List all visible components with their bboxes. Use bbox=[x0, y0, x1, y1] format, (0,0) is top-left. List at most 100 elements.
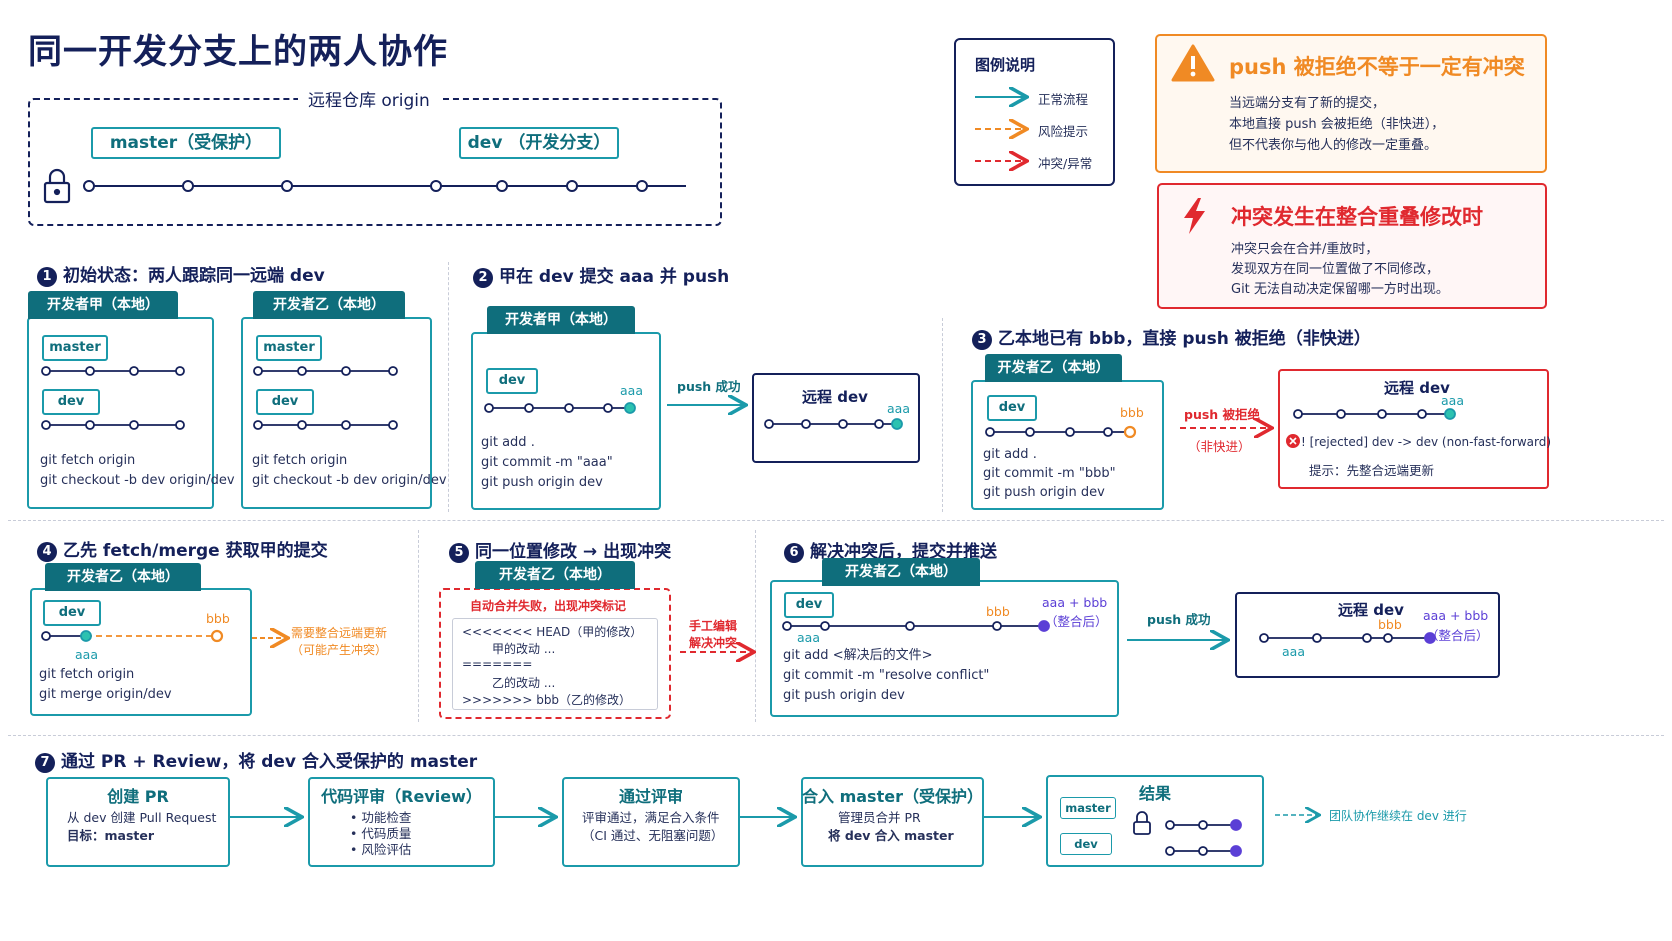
step2-remote-graph bbox=[764, 418, 903, 430]
pr-step-approved-title: 通过评审 bbox=[618, 787, 683, 806]
step3-commit-graph bbox=[985, 425, 1137, 439]
step1-devA-master-chip: master bbox=[42, 335, 108, 361]
step6-commit-graph bbox=[782, 620, 1050, 632]
result-commit-graphs bbox=[1165, 819, 1242, 857]
result-lock-icon bbox=[1133, 811, 1151, 835]
step5-number: 5 bbox=[449, 543, 469, 563]
step2-cmd3: git push origin dev bbox=[481, 475, 603, 490]
step3-remote-aaa: aaa bbox=[1441, 393, 1464, 408]
step5-arrow-label1: 手工编辑 bbox=[689, 619, 738, 633]
lock-icon bbox=[43, 168, 71, 204]
step1-devB-cmd1: git fetch origin bbox=[252, 453, 348, 468]
step3-push-rejected-label: push 被拒绝 bbox=[1184, 407, 1261, 422]
separator bbox=[8, 520, 1664, 521]
warning-nonff-line2: 本地直接 push 会被拒绝（非快进）， bbox=[1229, 117, 1445, 132]
step1-commit-graphs bbox=[41, 366, 398, 430]
warning-nonff-line1: 当远端分支有了新的提交， bbox=[1229, 96, 1386, 111]
warning-box-nonff bbox=[1155, 34, 1547, 173]
step4-note2: （可能产生冲突） bbox=[291, 643, 388, 657]
origin-commits bbox=[83, 180, 648, 192]
continue-on-dev-note: 团队协作继续在 dev 进行 bbox=[1329, 809, 1467, 823]
legend-conflict-label: 冲突/异常 bbox=[1038, 156, 1093, 171]
step4-devB-tab: 开发者乙（本地） bbox=[45, 563, 201, 591]
step3-cmd1: git add . bbox=[983, 447, 1037, 462]
step5-conflict-box bbox=[439, 588, 671, 719]
step2-devA-box bbox=[471, 332, 661, 510]
step1-title-text: 初始状态：两人跟踪同一远端 dev bbox=[63, 266, 325, 286]
step1-devA-cmd2: git checkout -b dev origin/dev bbox=[40, 473, 235, 488]
step6-devB-tab: 开发者乙（本地） bbox=[822, 558, 980, 586]
pr-step-create bbox=[46, 777, 230, 867]
origin-repo-label: 远程仓库 origin bbox=[298, 86, 440, 111]
separator bbox=[8, 735, 1664, 736]
step3-rejected-message: ! [rejected] dev -> dev (non-fast-forwar… bbox=[1301, 435, 1552, 449]
step6-cmd2: git commit -m "resolve conflict" bbox=[783, 668, 990, 683]
pr-step-approved-line2: （CI 通过、无阻塞问题） bbox=[582, 828, 724, 843]
step2-aaa-label: aaa bbox=[620, 383, 643, 398]
pr-step-create-title: 创建 PR bbox=[107, 787, 169, 806]
step2-title-text: 甲在 dev 提交 aaa 并 push bbox=[499, 267, 730, 287]
step3-cmd3: git push origin dev bbox=[983, 485, 1105, 500]
step2-commit-graph bbox=[484, 402, 636, 414]
step1-number: 1 bbox=[37, 267, 57, 287]
pr-step-review-line3: • 风险评估 bbox=[350, 842, 412, 857]
warning-triangle-icon bbox=[1171, 44, 1215, 82]
step3-nonff-label: （非快进） bbox=[1188, 439, 1251, 454]
step6-merged-note: （整合后） bbox=[1045, 614, 1108, 629]
step1-title: 1 初始状态：两人跟踪同一远端 dev bbox=[37, 261, 325, 287]
step4-cmd1: git fetch origin bbox=[39, 667, 135, 682]
page-title: 同一开发分支上的两人协作 bbox=[28, 32, 448, 72]
step6-bbb-label: bbb bbox=[986, 604, 1010, 619]
pr-step-review-title: 代码评审（Review） bbox=[321, 787, 482, 806]
step6-remote-bbb: bbb bbox=[1378, 617, 1402, 632]
step6-dev-chip: dev bbox=[784, 592, 834, 618]
step3-remote-box bbox=[1278, 369, 1549, 489]
warning-nonff-line3: 但不代表你与他人的修改一定重叠。 bbox=[1229, 138, 1438, 153]
step5-title-text: 同一位置修改 → 出现冲突 bbox=[475, 542, 672, 562]
step2-cmd2: git commit -m "aaa" bbox=[481, 455, 613, 470]
step6-remote-title: 远程 dev bbox=[1338, 601, 1404, 619]
step6-remote-graph bbox=[1259, 632, 1436, 644]
legend-title: 图例说明 bbox=[975, 56, 1036, 74]
pr-step-create-line2: 目标：master bbox=[67, 828, 155, 843]
step3-remote-graph bbox=[1293, 408, 1456, 420]
warning-conflict-line3: Git 无法自动决定保留哪一方时出现。 bbox=[1231, 282, 1449, 297]
separator bbox=[755, 530, 756, 722]
step5-devB-tab: 开发者乙（本地） bbox=[475, 561, 635, 589]
step1-devB-cmd2: git checkout -b dev origin/dev bbox=[252, 473, 447, 488]
legend-risk-label: 风险提示 bbox=[1038, 124, 1089, 139]
result-master-chip: master bbox=[1060, 797, 1116, 819]
separator bbox=[942, 318, 943, 512]
result-dev-chip: dev bbox=[1060, 833, 1112, 855]
pr-step-merge bbox=[801, 777, 984, 867]
step5-title: 5 同一位置修改 → 出现冲突 bbox=[449, 537, 671, 563]
step5-fail-message: 自动合并失败，出现冲突标记 bbox=[470, 599, 627, 613]
step6-cmd1: git add <解决后的文件> bbox=[783, 648, 933, 663]
step4-dev-chip: dev bbox=[43, 600, 101, 626]
separator bbox=[418, 530, 419, 722]
step6-title-text: 解决冲突后，提交并推送 bbox=[810, 542, 997, 562]
step3-bbb-label: bbb bbox=[1120, 405, 1144, 420]
warning-nonff-title: push 被拒绝不等于一定有冲突 bbox=[1229, 55, 1525, 79]
separator bbox=[448, 262, 449, 512]
pr-step-merge-line1: 管理员合并 PR bbox=[838, 810, 921, 825]
legend-normal-label: 正常流程 bbox=[1038, 92, 1089, 107]
step6-aaa-label: aaa bbox=[797, 630, 820, 645]
step6-remote-aaa: aaa bbox=[1282, 644, 1305, 659]
step5-arrow-label2: 解决冲突 bbox=[689, 636, 738, 650]
step4-commit-graph bbox=[41, 629, 224, 643]
step1-devA-cmd1: git fetch origin bbox=[40, 453, 136, 468]
step2-remote-aaa: aaa bbox=[887, 401, 910, 416]
step3-devB-tab: 开发者乙（本地） bbox=[985, 354, 1122, 382]
pr-step-approved-line1: 评审通过，满足合入条件 bbox=[582, 810, 720, 825]
warning-conflict-line1: 冲突只会在合并/重放时， bbox=[1231, 242, 1379, 257]
warning-conflict-line2: 发现双方在同一位置做了不同修改， bbox=[1231, 262, 1440, 277]
error-x-icon bbox=[1286, 434, 1300, 448]
step2-remote-title: 远程 dev bbox=[802, 388, 868, 406]
step4-cmd2: git merge origin/dev bbox=[39, 687, 172, 702]
step2-number: 2 bbox=[473, 268, 493, 288]
step2-push-success-label: push 成功 bbox=[677, 379, 741, 394]
